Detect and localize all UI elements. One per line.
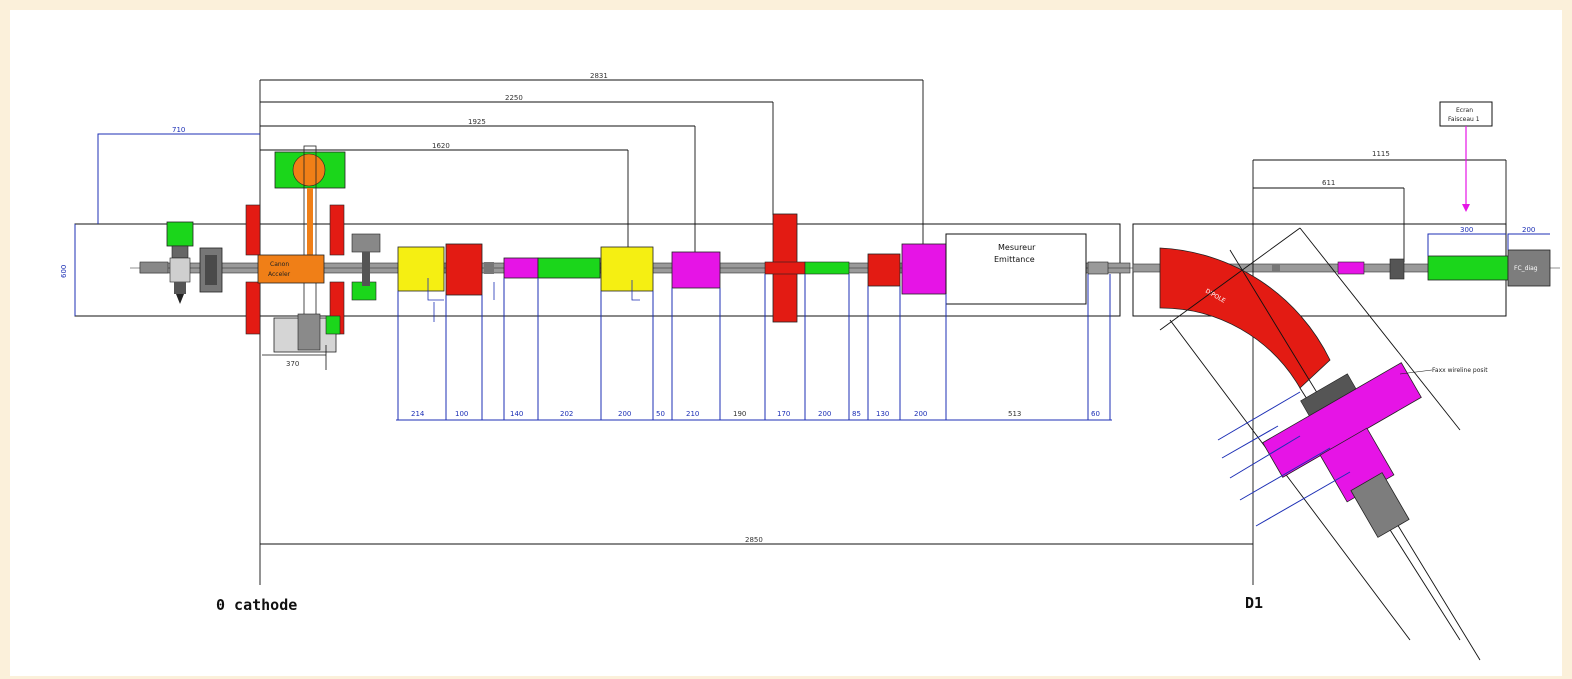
dim-bottom-140: 140 xyxy=(510,410,523,418)
dim-bottom-190: 190 xyxy=(733,410,746,418)
dim-611: 611 xyxy=(1322,179,1335,187)
coil-red-left-top xyxy=(245,204,261,256)
ecran-label-2: Faisceau 1 xyxy=(1448,116,1480,123)
dim-right-200: 200 xyxy=(1522,226,1535,234)
dim-bottom-202: 202 xyxy=(560,410,573,418)
yellow-box-2 xyxy=(600,246,654,292)
dim-right-300: 300 xyxy=(1460,226,1473,234)
dim-bottom-200a: 200 xyxy=(618,410,631,418)
red-box-2 xyxy=(867,253,901,287)
yellow-box-1 xyxy=(397,246,445,292)
magenta-box-1 xyxy=(503,257,539,279)
gun-assembly xyxy=(139,221,223,304)
dim-1620: 1620 xyxy=(432,142,450,150)
svg-text:Acceler: Acceler xyxy=(268,271,291,278)
canon-accelerator-assembly: Canon Acceler 370 xyxy=(245,145,381,370)
dim-1925: 1925 xyxy=(468,118,486,126)
label-0-cathode: 0 cathode xyxy=(216,596,297,614)
canon-top-orange xyxy=(292,153,326,187)
blue-dimension-left xyxy=(74,133,260,316)
dim-bottom-513: 513 xyxy=(1008,410,1021,418)
fc-diag-box xyxy=(1507,249,1551,287)
fc-diag-label: FC_diag xyxy=(1514,265,1538,272)
mesureur-box xyxy=(945,233,1087,305)
dim-bottom-200c: 200 xyxy=(914,410,927,418)
dim-bottom-170: 170 xyxy=(777,410,790,418)
magenta-box-2 xyxy=(671,251,721,289)
green-pipe-1 xyxy=(537,257,601,279)
dim-710: 710 xyxy=(172,126,185,134)
dim-2831: 2831 xyxy=(590,72,608,80)
svg-text:Canon: Canon xyxy=(270,261,289,268)
dim-bottom-85: 85 xyxy=(852,410,861,418)
ecran-label-1: Ecran xyxy=(1456,107,1473,114)
right-section: 1115 611 FC_diag 300 200 Ecran Faisceau … xyxy=(1159,101,1551,661)
bottom-dimension-values: 214 100 140 202 200 50 210 190 170 200 8… xyxy=(411,410,1100,418)
right-green-box xyxy=(1427,255,1509,281)
red-box-1 xyxy=(445,243,483,296)
dim-bottom-60: 60 xyxy=(1091,410,1100,418)
top-dimension-lines xyxy=(259,79,924,585)
ecran-box xyxy=(1439,101,1493,127)
dim-bottom-100: 100 xyxy=(455,410,468,418)
drawing-sheet: 2831 2250 1925 1620 710 600 Canon Accele… xyxy=(10,10,1562,676)
dim-bottom-200b: 200 xyxy=(818,410,831,418)
dim-600: 600 xyxy=(60,265,68,278)
beamline-diagram: 2831 2250 1925 1620 710 600 Canon Accele… xyxy=(60,72,1560,661)
mesureur-label-1: Mesureur xyxy=(998,243,1036,252)
dim-bottom-130: 130 xyxy=(876,410,889,418)
dim-1115: 1115 xyxy=(1372,150,1390,158)
dim-total: 2850 xyxy=(745,536,763,544)
right-magenta-small xyxy=(1337,261,1365,275)
magenta-box-3 xyxy=(901,243,947,295)
dim-370: 370 xyxy=(286,360,299,368)
dim-bottom-210: 210 xyxy=(686,410,699,418)
label-d1: D1 xyxy=(1245,594,1263,612)
dipole-d1 xyxy=(1159,247,1331,389)
small-ticks xyxy=(427,278,640,322)
wire-pos-label: Faxx wireline posit xyxy=(1432,367,1488,374)
branch-grey-box xyxy=(1350,472,1410,538)
dim-bottom-214: 214 xyxy=(411,410,425,418)
mesureur-label-2: Emittance xyxy=(994,255,1035,264)
coil-red-left-bottom xyxy=(245,281,261,335)
green-pipe-2 xyxy=(804,261,850,275)
beamline-elements: Mesureur Emittance xyxy=(397,213,1109,323)
canon-acceler-box xyxy=(257,254,325,284)
total-length-dimension xyxy=(260,160,1254,585)
dim-2250: 2250 xyxy=(505,94,523,102)
dim-bottom-50: 50 xyxy=(656,410,665,418)
gun-pump-green xyxy=(166,221,194,247)
bottom-dimension-lines xyxy=(396,274,1112,421)
coil-red-right-top xyxy=(329,204,345,256)
